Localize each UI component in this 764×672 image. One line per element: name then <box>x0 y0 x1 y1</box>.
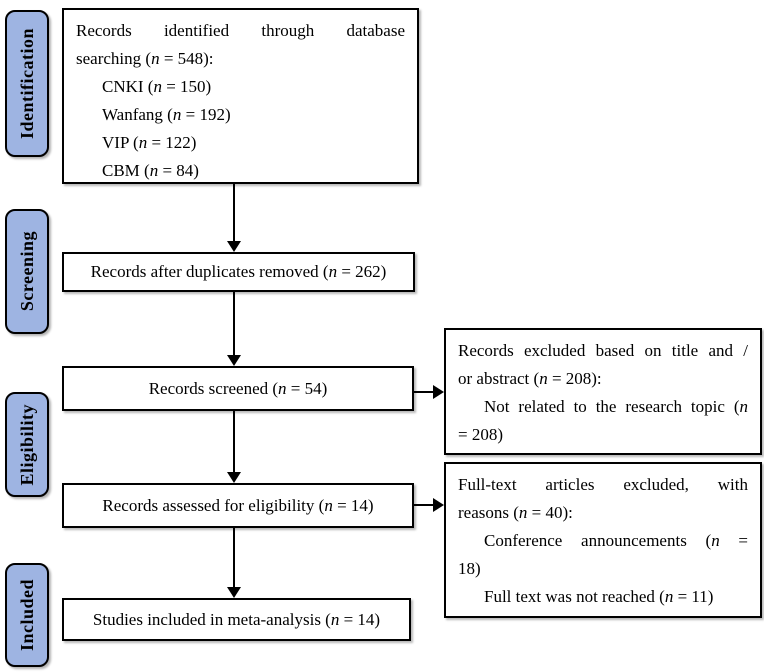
stage-eligibility: Eligibility <box>5 392 49 497</box>
excluded-title-reason: = 208) <box>458 425 503 444</box>
source-wanfang: Wanfang (n = 192) <box>102 105 231 124</box>
arrow-shaft <box>233 528 235 588</box>
excluded-title-line: Records excluded based on title and / <box>458 341 748 360</box>
box-records-screened: Records screened (n = 54) <box>62 366 414 411</box>
source-cnki: CNKI (n = 150) <box>102 77 212 96</box>
stage-identification: Identification <box>5 10 49 157</box>
arrow-screened-to-assessed <box>227 411 241 483</box>
arrow-head-down-icon <box>227 587 241 598</box>
arrow-head-down-icon <box>227 241 241 252</box>
source-vip: VIP (n = 122) <box>102 133 197 152</box>
excluded-title-line: or abstract (n = 208): <box>458 369 602 388</box>
records-screened-label: Records screened (n = 54) <box>148 378 328 398</box>
arrow-shaft <box>414 504 434 506</box>
records-identified-line: searching (n = 548): <box>76 49 214 68</box>
box-duplicates-removed: Records after duplicates removed (n = 26… <box>62 252 415 292</box>
stage-screening-label: Screening <box>16 231 37 312</box>
arrow-shaft <box>233 292 235 356</box>
studies-included-label: Studies included in meta-analysis (n = 1… <box>92 609 381 629</box>
box-records-assessed: Records assessed for eligibility (n = 14… <box>62 483 414 528</box>
arrow-head-right-icon <box>433 498 444 512</box>
arrow-head-down-icon <box>227 472 241 483</box>
stage-identification-label: Identification <box>16 27 37 139</box>
arrow-screened-to-excluded <box>414 385 444 399</box>
stage-screening: Screening <box>5 209 49 334</box>
box-records-identified: Records identified through database sear… <box>62 8 419 184</box>
box-excluded-fulltext: Full-text articles excluded, with reason… <box>444 462 762 618</box>
arrow-head-down-icon <box>227 355 241 366</box>
arrow-shaft <box>233 184 235 242</box>
excluded-fulltext-line: Full-text articles excluded, with <box>458 475 748 494</box>
arrow-duplicates-to-screened <box>227 292 241 366</box>
arrow-shaft <box>233 411 235 473</box>
box-studies-included: Studies included in meta-analysis (n = 1… <box>62 598 411 641</box>
stage-included-label: Included <box>16 578 37 652</box>
box-excluded-title-abstract: Records excluded based on title and / or… <box>444 328 762 455</box>
stage-included: Included <box>5 563 49 667</box>
arrow-assessed-to-fulltext-excluded <box>414 498 444 512</box>
arrow-identified-to-duplicates <box>227 184 241 252</box>
arrow-shaft <box>414 391 434 393</box>
source-cbm: CBM (n = 84) <box>102 161 199 180</box>
arrow-assessed-to-included <box>227 528 241 598</box>
records-identified-line: Records identified through database <box>76 21 405 40</box>
records-assessed-label: Records assessed for eligibility (n = 14… <box>102 495 374 515</box>
excluded-fulltext-reason: Full text was not reached (n = 11) <box>484 587 714 606</box>
stage-eligibility-label: Eligibility <box>16 403 37 486</box>
arrow-head-right-icon <box>433 385 444 399</box>
duplicates-removed-label: Records after duplicates removed (n = 26… <box>90 262 387 281</box>
excluded-fulltext-reason: Conference announcements (n = <box>484 531 748 550</box>
excluded-fulltext-line: reasons (n = 40): <box>458 503 573 522</box>
excluded-fulltext-reason: 18) <box>458 559 481 578</box>
excluded-title-reason: Not related to the research topic (n <box>484 397 748 416</box>
